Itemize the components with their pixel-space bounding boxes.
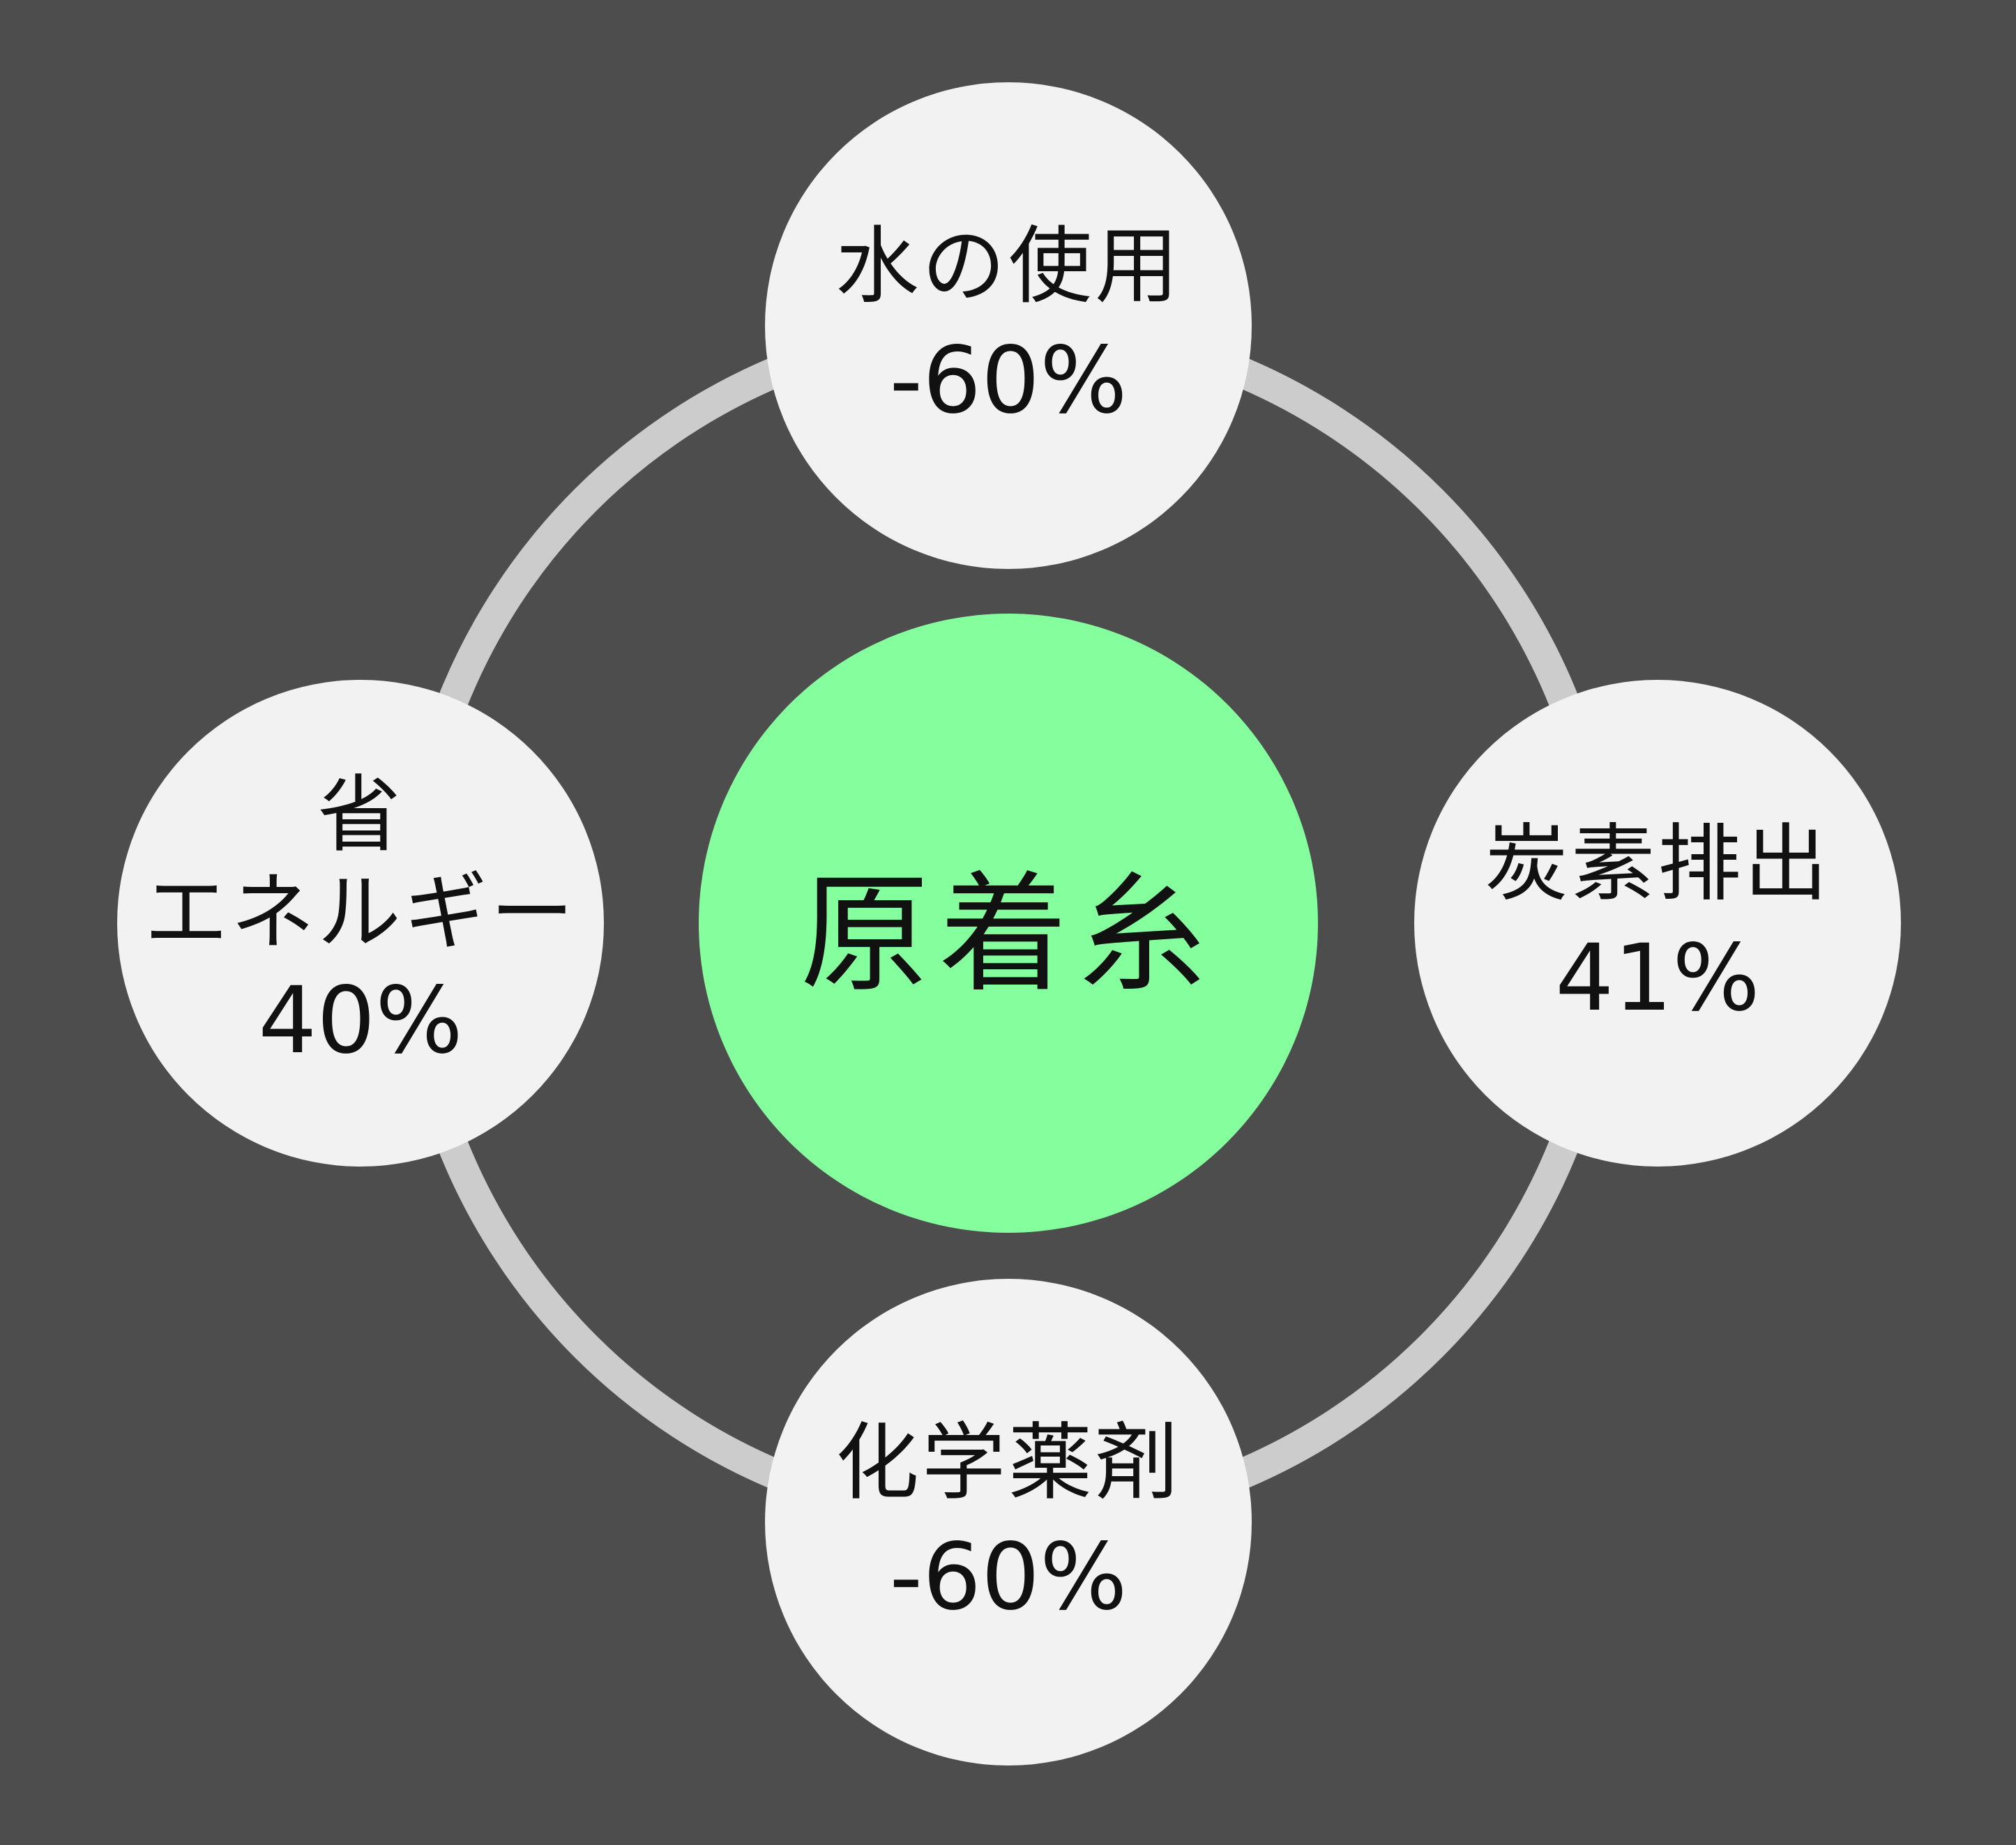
node-chemicals: 化学薬剤 -60%	[765, 1279, 1252, 1766]
center-label: 原着糸	[800, 859, 1217, 1010]
node-water-usage-label: 水の使用	[835, 218, 1181, 315]
node-chemicals-value: -60%	[889, 1524, 1128, 1631]
center-node: 原着糸	[699, 614, 1318, 1233]
node-energy-saving-value: 40%	[258, 967, 463, 1075]
node-energy-saving: 省 エネルギー 40%	[117, 680, 604, 1167]
node-carbon-emission-label: 炭素排出	[1485, 816, 1831, 913]
node-carbon-emission-value: 41%	[1555, 925, 1760, 1032]
node-chemicals-label: 化学薬剤	[835, 1415, 1181, 1512]
node-energy-saving-label-line2: エネルギー	[144, 865, 577, 962]
node-water-usage: 水の使用 -60%	[765, 82, 1252, 569]
node-carbon-emission: 炭素排出 41%	[1414, 680, 1901, 1167]
node-water-usage-value: -60%	[889, 327, 1128, 434]
node-energy-saving-label-line1: 省	[317, 767, 404, 864]
